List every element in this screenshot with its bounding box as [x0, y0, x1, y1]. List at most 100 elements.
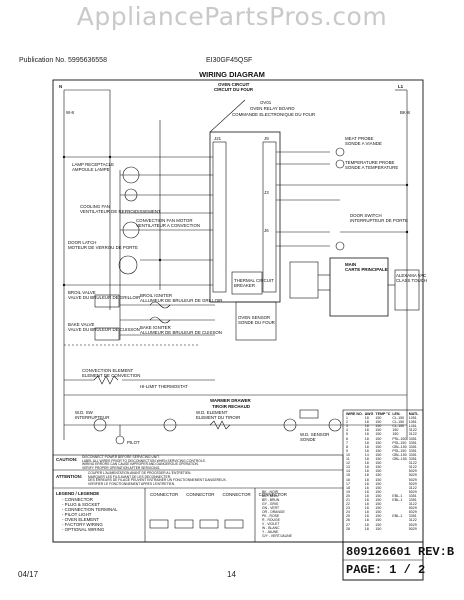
- temperature-probe-label: TEMPERATURE PROBE SONDE A TEMPERATURE: [345, 160, 399, 170]
- publication-number: Publication No. 5995636558: [19, 57, 107, 64]
- table-cell: 150: [375, 420, 382, 425]
- table-cell: 150: [375, 428, 382, 433]
- meat-probe-label: MEAT PROBE SONDE A VIANDE: [345, 136, 382, 146]
- color-code: OR - ORANGE: [262, 510, 285, 514]
- legend-list: - CONNECTOR - PLUG & SOCKET - CONNECTION…: [62, 497, 118, 532]
- table-cell: 28: [346, 526, 350, 531]
- table-cell: 5029: [408, 510, 417, 515]
- table-cell: 18: [364, 518, 369, 523]
- table-cell: 20: [346, 493, 350, 498]
- table-cell: 150: [375, 424, 382, 429]
- color-code: BR - BRUN: [262, 498, 280, 502]
- table-cell: 25: [346, 514, 350, 519]
- table-cell: 3351: [408, 448, 417, 453]
- legend-item: - OPTIONAL WIRING: [62, 527, 105, 532]
- table-cell: 3351: [408, 457, 417, 462]
- table-cell: 18: [364, 428, 369, 433]
- table-cell: 18: [346, 485, 350, 490]
- table-cell: [391, 527, 407, 531]
- connector-label: CONNECTOR: [150, 492, 179, 497]
- table-cell: 3122: [408, 485, 417, 490]
- table-cell: 4: [346, 428, 348, 433]
- relay-board-fr: COMMANDE ELECTRONIQUE DU FOUR: [232, 112, 316, 117]
- table-cell: 18: [364, 424, 369, 429]
- table-cell: 18: [364, 465, 369, 470]
- table-cell: 3122: [408, 428, 417, 433]
- table-cell: EBL-1: [392, 493, 403, 498]
- color-code: G/Y - VERT/JAUNE: [262, 534, 292, 538]
- legend-item: - PILOT LIGHT: [62, 512, 92, 517]
- watermark: AppliancePartsPros.com: [76, 2, 388, 31]
- table-cell: 18: [364, 432, 369, 437]
- table-cell: GBL-150: [392, 444, 407, 449]
- color-code-list: BK - NOIR BU - BLEU BR - BRUN GY - GRIS …: [262, 490, 292, 538]
- table-cell: 5029: [408, 469, 417, 474]
- table-cell: 150: [375, 493, 382, 498]
- table-cell: 150: [375, 432, 382, 437]
- table-cell: 18: [364, 436, 369, 441]
- table-cell: 18: [364, 448, 369, 453]
- table-cell: 22: [346, 502, 350, 507]
- table-cell: 18: [364, 526, 369, 531]
- ribbon-label: ALEXAMA VAC CLASS TOUCH: [396, 273, 428, 283]
- table-cell: 150: [375, 473, 382, 478]
- table-cell: GBL-150: [392, 452, 407, 457]
- color-code: V - VIOLET: [262, 522, 280, 526]
- wire-table-header: WIRE NO. AWG TEMP °C LEN. MATL: [345, 412, 419, 416]
- table-cell: 150: [375, 518, 382, 523]
- table-cell: 19: [346, 489, 350, 494]
- table-cell: 5029: [408, 477, 417, 482]
- table-cell: 1051: [408, 416, 417, 421]
- convection-element-label: CONVECTION ELEMENT ELEMENT DE CONVECTION: [82, 368, 141, 378]
- color-code: BU - BLEU: [262, 494, 279, 498]
- pilot-label: PILOT: [127, 440, 140, 445]
- table-cell: 150: [375, 522, 382, 527]
- table-cell: EBL-1: [392, 514, 403, 519]
- table-cell: 18: [364, 457, 369, 462]
- table-cell: 150: [375, 514, 382, 519]
- table-cell: 18: [364, 473, 369, 478]
- table-cell: PSL-150: [392, 448, 407, 453]
- table-cell: 3122: [408, 461, 417, 466]
- connector-label: CONNECTOR: [186, 492, 215, 497]
- table-cell: 3122: [408, 432, 417, 437]
- attention-text: COUPER L'ALIMENTATION AVANT DE PROCEDER …: [88, 471, 227, 486]
- color-code: PK - ROSE: [262, 514, 280, 518]
- table-cell: 26: [346, 518, 350, 523]
- table-cell: 27: [346, 522, 350, 527]
- table-cell: 150: [375, 448, 382, 453]
- wire-table-header-cell: TEMP °C: [375, 412, 391, 416]
- lamp-receptacle-label: LAMP RECEPTACLE AMPOULE LAMPE: [72, 162, 115, 172]
- connector-j9: J9: [264, 136, 269, 141]
- broil-valve-label: BROIL VALVE VALVE DU BRULEUR DE GRILLOIR: [68, 290, 141, 300]
- table-cell: 150: [375, 416, 382, 421]
- table-cell: 3122: [408, 502, 417, 507]
- relay-board-en: OVEN RELAY BOARD: [250, 106, 295, 111]
- table-cell: 1051: [408, 424, 417, 429]
- document-code: 809126601 REV:B: [346, 545, 455, 559]
- table-cell: 150: [375, 440, 382, 445]
- table-cell: 16: [346, 477, 350, 482]
- color-code: GY - GRIS: [262, 502, 279, 506]
- table-cell: 3122: [408, 465, 417, 470]
- attention-label: ATTENTION:: [56, 474, 83, 479]
- table-cell: 18: [364, 489, 369, 494]
- table-cell: 17: [346, 481, 350, 486]
- wire-table-header-cell: LEN.: [392, 412, 401, 416]
- table-cell: 24: [346, 510, 350, 515]
- table-cell: 150: [375, 485, 382, 490]
